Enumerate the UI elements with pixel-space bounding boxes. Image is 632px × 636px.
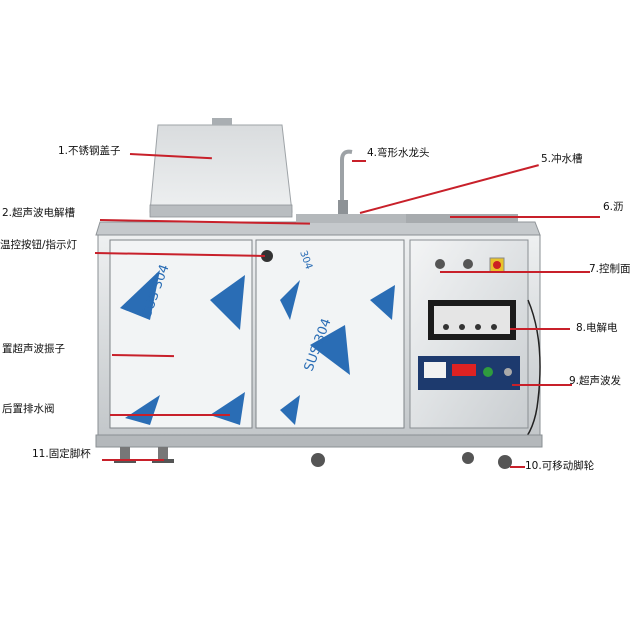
callout-1: 1.不锈钢盖子 [58, 145, 121, 157]
leader-line [352, 160, 366, 162]
left-door: SUS 304 [109, 239, 253, 429]
leader-line [512, 384, 572, 386]
callout-2: 2.超声波电解槽 [2, 207, 76, 219]
leader-line [440, 271, 590, 273]
leader-line [110, 414, 230, 416]
steel-lid [149, 118, 293, 218]
callout-6: 6.沥 [603, 201, 624, 213]
callout-13: 后置排水阀 [2, 403, 55, 415]
callout-10: 10.可移动脚轮 [525, 460, 595, 472]
callout-8: 8.电解电 [576, 322, 618, 334]
control-column [409, 239, 529, 429]
callout-5: 5.冲水槽 [541, 153, 583, 165]
faucet [338, 149, 353, 218]
cable [519, 299, 541, 446]
rinse-tank [296, 214, 406, 223]
temp-knob [261, 250, 273, 262]
indicator-1 [435, 259, 445, 269]
indicator-2 [463, 259, 473, 269]
callout-4: 4.弯形水龙头 [367, 147, 430, 159]
leader-line [510, 466, 525, 468]
top-deck [95, 221, 541, 236]
callout-3: 温控按钮/指示灯 [0, 239, 78, 251]
leader-line [102, 459, 164, 461]
callout-12: 置超声波振子 [2, 343, 65, 355]
fixed-feet [114, 447, 174, 463]
base-frame [95, 434, 543, 448]
callout-11: 11.固定脚杯 [32, 448, 91, 460]
casters [311, 452, 512, 469]
callout-9: 9.超声波发 [569, 375, 622, 387]
leader-line [450, 216, 600, 218]
right-door: SUS 304 304 [255, 239, 405, 429]
drain-tank [406, 214, 518, 223]
callout-7: 7.控制面 [589, 263, 631, 275]
leader-line [510, 328, 570, 330]
